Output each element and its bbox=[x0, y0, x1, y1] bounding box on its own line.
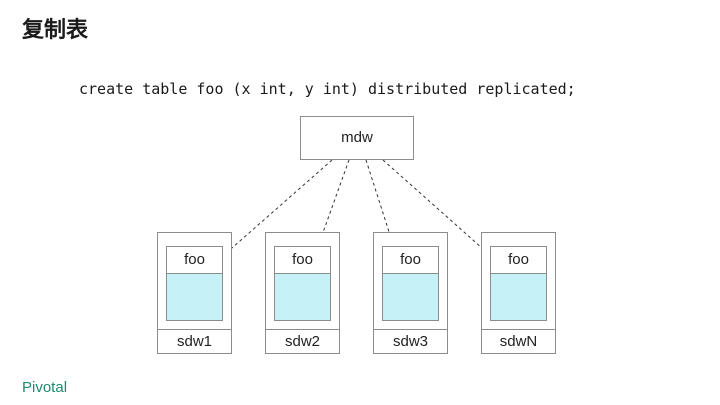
master-node-label: mdw bbox=[341, 129, 373, 146]
segment-node-sdw1: foo sdw1 bbox=[157, 232, 232, 354]
table-data bbox=[275, 273, 330, 320]
table-data bbox=[491, 273, 546, 320]
master-node: mdw bbox=[300, 116, 414, 160]
pivotal-logo: Pivotal bbox=[22, 379, 68, 396]
table-name: foo bbox=[292, 251, 313, 268]
replicated-table: foo bbox=[166, 246, 223, 321]
replicated-table: foo bbox=[490, 246, 547, 321]
table-name: foo bbox=[184, 251, 205, 268]
replicated-table: foo bbox=[274, 246, 331, 321]
slide-title: 复制表 bbox=[22, 18, 89, 43]
segment-label: sdwN bbox=[482, 329, 555, 353]
replicated-table: foo bbox=[382, 246, 439, 321]
connector-sdwN bbox=[382, 159, 483, 249]
segment-node-sdw3: foo sdw3 bbox=[373, 232, 448, 354]
segment-node-sdw2: foo sdw2 bbox=[265, 232, 340, 354]
connector-sdw1 bbox=[231, 159, 333, 249]
segment-label: sdw2 bbox=[266, 329, 339, 353]
connector-sdw3 bbox=[365, 159, 392, 239]
table-name: foo bbox=[508, 251, 529, 268]
segment-node-sdwN: foo sdwN bbox=[481, 232, 556, 354]
table-name: foo bbox=[400, 251, 421, 268]
sql-statement: create table foo (x int, y int) distribu… bbox=[79, 80, 576, 98]
table-data bbox=[167, 273, 222, 320]
segment-label: sdw1 bbox=[158, 329, 231, 353]
segment-label: sdw3 bbox=[374, 329, 447, 353]
connector-sdw2 bbox=[320, 159, 350, 239]
table-data bbox=[383, 273, 438, 320]
